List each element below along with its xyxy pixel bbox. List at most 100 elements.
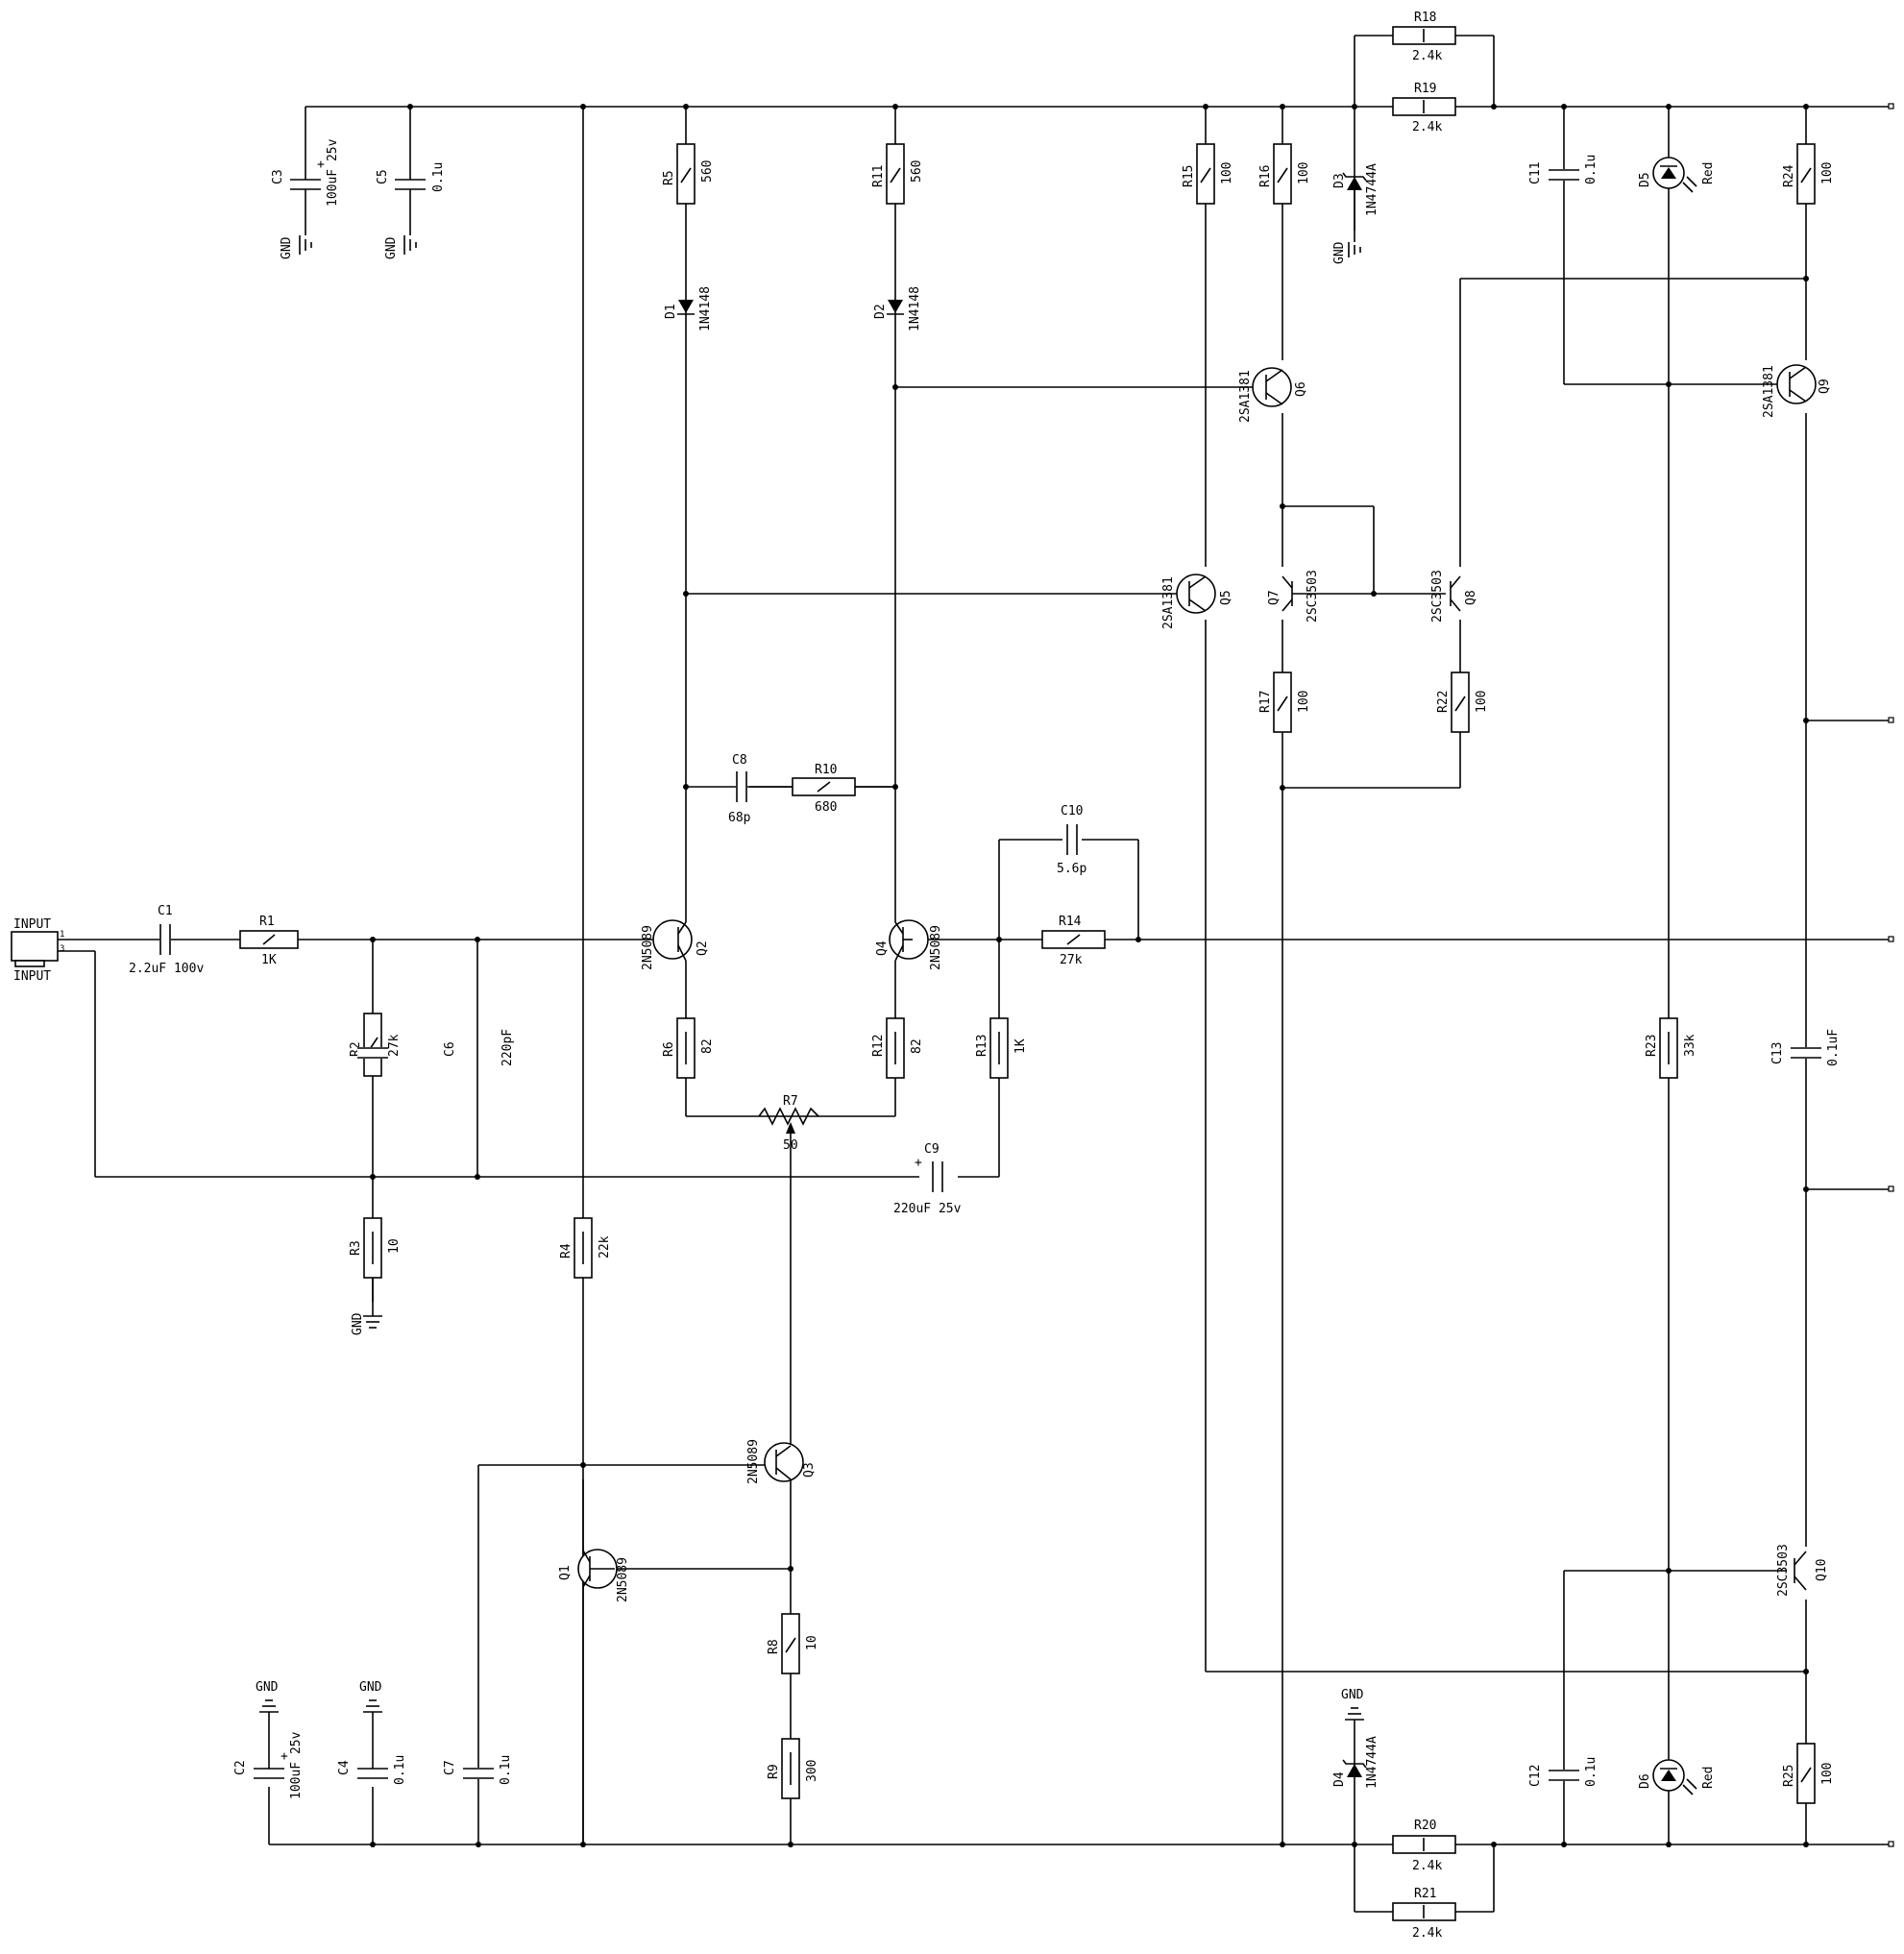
capacitor-c5: C5 0.1u [376,162,446,235]
svg-text:100: 100 [1297,162,1311,184]
resistor-r12: R12 82 [871,1017,924,1079]
svg-text:R25: R25 [1782,1765,1796,1787]
resistor-r4: R4 22k [559,1217,612,1279]
svg-text:2SC3503: 2SC3503 [1430,570,1445,623]
svg-text:2N5089: 2N5089 [641,925,655,970]
svg-text:C4: C4 [337,1760,352,1775]
resistor-r3: R3 10 [349,1217,402,1279]
resistor-r5: R5 560 [662,143,715,205]
resistor-r20: R20 2.4k [1392,1819,1456,1873]
svg-text:C3: C3 [271,169,285,184]
resistor-r19: R19 2.4k [1392,82,1456,134]
svg-text:R24: R24 [1782,164,1796,187]
svg-text:R9: R9 [767,1764,781,1779]
svg-text:2SA1381: 2SA1381 [1762,365,1776,418]
svg-text:R10: R10 [815,763,837,777]
svg-text:100uF 25v: 100uF 25v [326,138,340,207]
svg-text:D3: D3 [1332,173,1347,188]
resistor-r23: R23 33k [1645,1017,1697,1079]
svg-text:560: 560 [910,160,924,183]
svg-text:R16: R16 [1258,165,1273,187]
ground-r3: GND [351,1278,382,1335]
resistor-r15: R15 100 [1182,143,1234,205]
svg-text:2N5089: 2N5089 [746,1439,761,1484]
svg-text:1K: 1K [1013,1038,1028,1054]
potentiometer-r7: R7 50 [758,1094,819,1153]
svg-text:10: 10 [387,1238,402,1254]
svg-text:0.1u: 0.1u [393,1755,407,1785]
svg-text:+: + [281,1749,288,1764]
ground-c3: GND [280,235,312,259]
svg-text:68p: 68p [728,811,751,825]
svg-text:100: 100 [1820,1763,1835,1785]
diode-d1: D1 1N4148 [664,286,713,331]
svg-text:Q8: Q8 [1464,590,1478,605]
resistor-r25: R25 100 [1782,1743,1835,1804]
svg-text:R8: R8 [767,1639,781,1654]
transistor-q2: Q2 2N5089 [641,919,710,970]
svg-text:10: 10 [805,1635,819,1650]
svg-text:R1: R1 [259,915,275,929]
svg-text:+: + [317,158,325,172]
svg-text:C1: C1 [158,904,173,918]
svg-text:R5: R5 [662,170,676,185]
svg-text:100: 100 [1475,691,1489,713]
input-connector-ref: INPUT [13,917,51,932]
svg-text:D6: D6 [1638,1773,1652,1789]
svg-text:Q2: Q2 [696,940,710,956]
svg-text:100: 100 [1297,691,1311,713]
svg-text:1N4148: 1N4148 [698,286,713,331]
capacitor-c1: C1 2.2uF 100v [129,904,204,976]
diode-d2: D2 1N4148 [873,286,922,331]
svg-text:220pF: 220pF [500,1029,515,1066]
capacitor-c6: C6 220pF [357,1029,515,1066]
svg-text:2SA1381: 2SA1381 [1238,370,1253,423]
svg-text:R12: R12 [871,1035,886,1057]
svg-text:Q5: Q5 [1219,590,1233,605]
svg-text:R11: R11 [871,165,886,187]
resistor-r9: R9 300 [767,1738,819,1799]
svg-text:27k: 27k [387,1034,402,1057]
svg-text:560: 560 [700,160,715,183]
resistor-r21: R21 2.4k [1392,1887,1456,1941]
svg-text:R19: R19 [1414,82,1436,96]
ground-c2: GND [256,1680,279,1713]
svg-text:1N4744A: 1N4744A [1365,1736,1379,1789]
svg-text:27k: 27k [1060,953,1083,967]
ground-d3: GND [1332,190,1361,264]
svg-text:C13: C13 [1770,1042,1785,1064]
svg-text:R15: R15 [1182,165,1196,187]
led-d5: D5 Red [1638,157,1716,193]
svg-text:1N4744A: 1N4744A [1365,163,1379,216]
ground-d4: GND [1341,1688,1364,1721]
resistor-r16: R16 100 [1258,143,1311,205]
svg-text:C5: C5 [376,169,390,184]
svg-text:R14: R14 [1059,915,1082,929]
svg-text:R23: R23 [1645,1035,1659,1057]
svg-text:1K: 1K [261,953,277,967]
svg-text:D2: D2 [873,304,888,319]
svg-text:220uF 25v: 220uF 25v [893,1202,962,1216]
capacitor-c9: + C9 220uF 25v [893,1142,962,1216]
svg-text:33k: 33k [1683,1034,1697,1057]
resistor-r18: R18 2.4k [1392,11,1456,63]
transistor-q10: Q10 2SC3503 [1776,1544,1829,1597]
svg-text:100: 100 [1820,162,1835,184]
resistor-r6: R6 82 [662,1017,715,1079]
svg-text:2N5089: 2N5089 [929,925,943,970]
svg-text:GND: GND [359,1680,382,1695]
svg-text:300: 300 [805,1760,819,1782]
svg-text:Q1: Q1 [558,1565,573,1580]
svg-text:R22: R22 [1436,691,1451,713]
svg-text:0.1u: 0.1u [499,1755,513,1785]
resistor-r8: R8 10 [767,1613,819,1674]
svg-text:C12: C12 [1528,1765,1543,1787]
svg-text:0.1uF: 0.1uF [1826,1029,1841,1066]
svg-text:C9: C9 [924,1142,940,1157]
input-connector-value: INPUT [13,969,51,984]
svg-text:R17: R17 [1258,691,1273,713]
svg-text:Q9: Q9 [1818,379,1832,394]
svg-text:1N4148: 1N4148 [908,286,922,331]
transistor-q6: Q6 2SA1381 [1238,367,1308,423]
transistor-q8: Q8 2SC3503 [1430,570,1478,623]
